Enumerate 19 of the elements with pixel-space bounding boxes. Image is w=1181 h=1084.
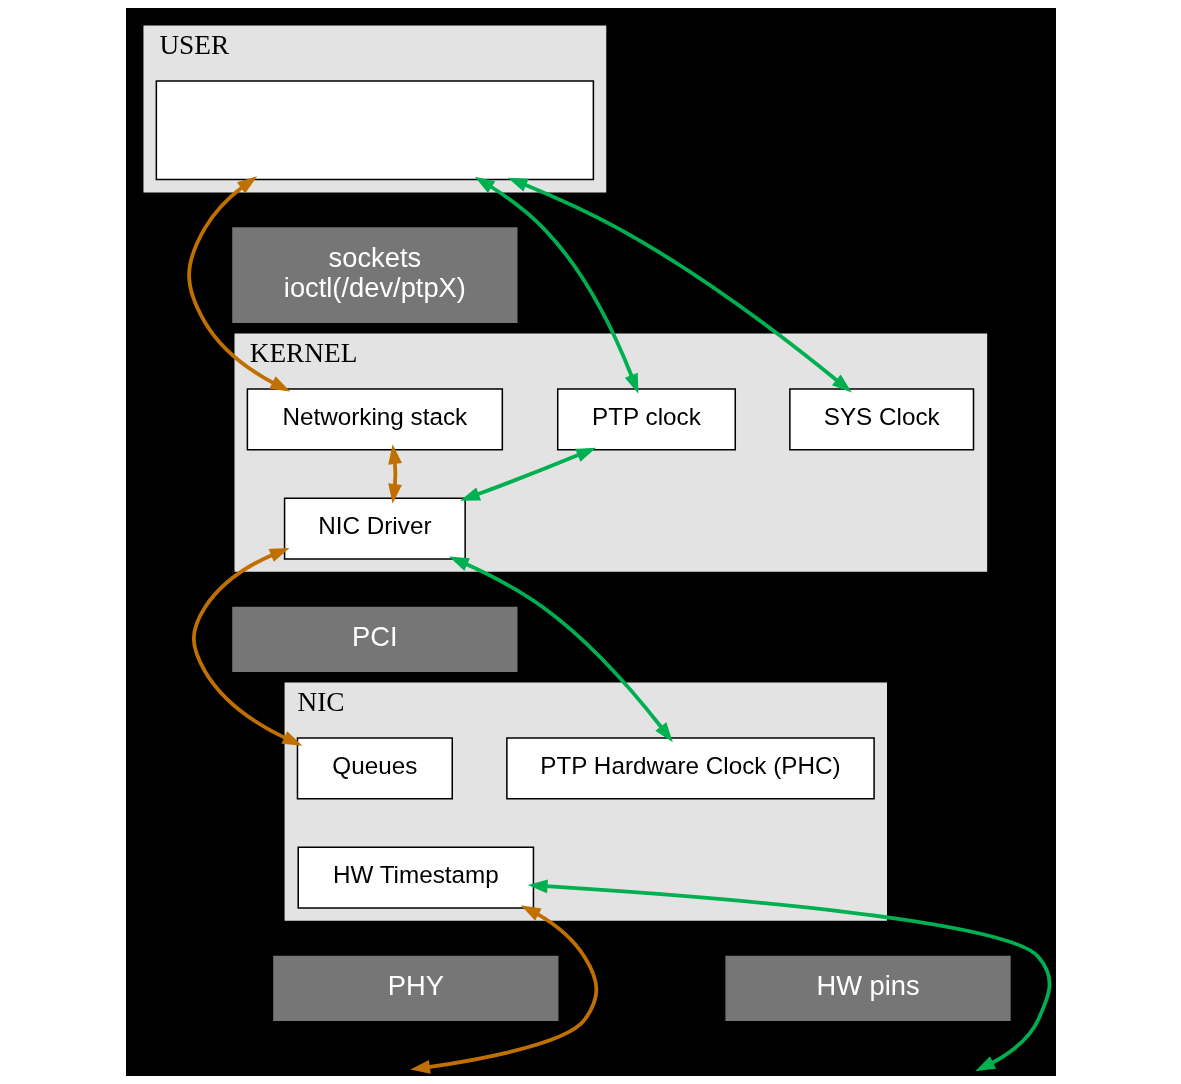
node-box: PHY: [272, 955, 558, 1021]
node-box: PTP Hardware Clock (PHC): [505, 737, 875, 800]
arrow: [459, 447, 596, 501]
node-box: sockets ioctl(/dev/ptpX): [231, 227, 517, 323]
node-box: NIC Driver: [283, 497, 466, 560]
arrow: [191, 547, 302, 746]
node-box: SYS Clock: [788, 388, 974, 451]
arrow: [448, 556, 673, 743]
node-box: PTP clock: [556, 388, 736, 451]
node-box: Queues: [296, 737, 453, 800]
arrow: [186, 176, 290, 392]
node-box: PCI: [231, 606, 517, 672]
arrow: [507, 177, 852, 393]
node-box: HW pins: [724, 955, 1011, 1021]
arrow: [474, 176, 638, 394]
node-box: Networking stack: [246, 388, 503, 451]
node-box: [155, 80, 594, 181]
arrow: [387, 444, 402, 504]
node-box: HW Timestamp: [296, 846, 534, 909]
